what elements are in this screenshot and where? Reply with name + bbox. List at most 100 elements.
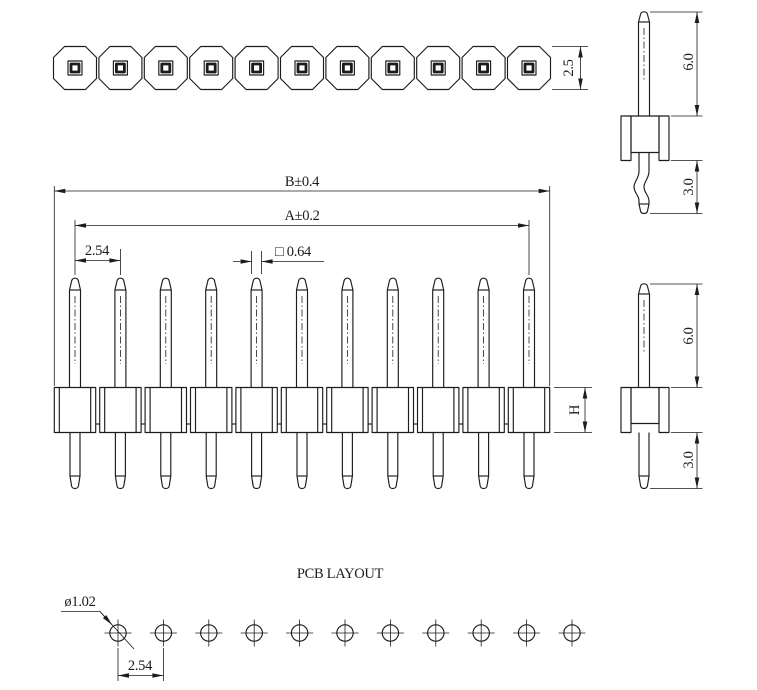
pin-cross-section-inner — [69, 62, 81, 74]
pin-upper — [432, 277, 445, 388]
pin-cross-section-outer — [158, 60, 174, 76]
pin-cross-section-inner — [523, 62, 535, 74]
housing-segment-edge-lines — [331, 387, 364, 433]
pin-lower — [387, 432, 399, 490]
top-view-dimensions: 2.5 — [552, 46, 588, 90]
header-body-octagon — [234, 45, 279, 91]
pcb-hole-crosshair — [149, 619, 177, 647]
pin-cross-section-inner — [387, 62, 399, 74]
extension-lines — [650, 11, 703, 214]
housing-left-tab — [620, 115, 632, 162]
header-body-octagon — [325, 45, 370, 91]
dim-label-pin-length: 6.0 — [681, 53, 697, 70]
header-body-octagon — [279, 45, 325, 91]
housing-right-tab — [658, 115, 670, 162]
pcb-hole-crosshair — [195, 619, 223, 647]
housing-right-tab — [658, 386, 670, 434]
pin-lower — [160, 432, 172, 490]
pin-cross-section-outer — [385, 60, 401, 76]
housing-segment — [371, 386, 415, 434]
pin-lower — [341, 432, 353, 490]
header-body-octagon — [506, 45, 552, 91]
extension-lines-pin-size — [251, 251, 262, 274]
pin-cross-section-outer — [249, 60, 265, 76]
leader-arrow — [99, 611, 113, 626]
housing-segment-edge-lines — [421, 387, 455, 433]
housing-body — [630, 115, 660, 154]
pin-cross-section-inner — [115, 62, 126, 74]
bent-solder-tail — [633, 152, 650, 215]
header-body-octagon — [416, 45, 461, 91]
housing-segment-edge-lines — [512, 387, 546, 433]
housing-segment — [53, 386, 97, 434]
pin-upper — [68, 277, 82, 388]
pin-shaft — [637, 11, 651, 116]
dim-label-housing-height: H — [567, 404, 583, 415]
pin-lower — [205, 432, 217, 490]
pin-cross-section-inner — [432, 62, 444, 74]
housing-segment — [235, 386, 278, 434]
pcb-hole-crosshair — [422, 619, 450, 647]
straight-solder-tail — [638, 432, 650, 490]
housing-segment-edge-lines — [194, 387, 228, 433]
front-view — [53, 277, 551, 490]
pin-lower — [296, 432, 308, 490]
pin-upper — [205, 277, 218, 388]
dim-label-hole-pitch: 2.54 — [128, 658, 153, 674]
pin-upper — [250, 277, 263, 388]
housing-segment — [416, 386, 460, 434]
dim-label-hole-diameter: ø1.02 — [64, 594, 95, 610]
dim-label-overall: B±0.4 — [285, 174, 320, 190]
pcb-hole-crosshair — [331, 619, 359, 647]
housing-segment — [326, 386, 369, 434]
pin-cross-section-inner — [251, 62, 263, 74]
pcb-hole-crosshair — [104, 619, 132, 647]
housing-body — [630, 386, 660, 425]
housing-segment — [280, 386, 324, 434]
pcb-hole-crosshair — [286, 619, 314, 647]
housing-segment-edge-lines — [467, 387, 500, 433]
pcb-hole-crosshair — [467, 619, 495, 647]
dim-label-pitch: 2.54 — [85, 243, 110, 259]
pin-lower — [478, 432, 490, 490]
extension-lines — [650, 283, 703, 489]
housing-segment — [144, 386, 188, 434]
dim-label-tail-length: 3.0 — [681, 451, 697, 468]
pin-lower — [251, 432, 263, 490]
pin-upper — [341, 277, 354, 388]
header-body-octagon — [461, 45, 506, 91]
pin-lower — [114, 432, 126, 490]
dim-label-tail-length: 3.0 — [681, 178, 697, 195]
pcb-hole-crosshair — [240, 619, 268, 647]
pin-cross-section-inner — [478, 62, 490, 74]
pin-shaft — [637, 283, 651, 388]
front-view-dimensions: B±0.4 A±0.2 2.54 □ 0.64 H — [53, 174, 592, 433]
housing-segment — [507, 386, 551, 434]
pin-cross-section-outer — [430, 60, 446, 76]
pin-upper — [114, 277, 127, 388]
pin-cross-section-outer — [203, 60, 219, 76]
pin-lower — [432, 432, 444, 490]
housing-left-tab — [620, 386, 632, 434]
pin-upper — [522, 277, 536, 388]
pin-cross-section-outer — [112, 60, 128, 76]
pcb-hole-crosshair — [376, 619, 404, 647]
header-body-octagon — [143, 45, 188, 91]
pin-cross-section-outer — [339, 60, 355, 76]
housing-segment — [189, 386, 233, 434]
top-view — [52, 45, 552, 91]
pin-cross-section-outer — [294, 60, 310, 76]
housing-segment — [462, 386, 505, 434]
side-view-middle: 6.0 3.0 — [620, 283, 703, 490]
pin-lower — [69, 432, 81, 490]
header-body-octagon — [189, 45, 234, 91]
housing-segment-edge-lines — [240, 387, 273, 433]
pin-cross-section-inner — [205, 62, 217, 74]
dim-label-pin-size: □ 0.64 — [275, 244, 312, 260]
header-body-octagon — [370, 45, 415, 91]
pcb-holes — [104, 619, 586, 647]
header-body-octagon — [52, 45, 98, 91]
pin-upper — [159, 277, 172, 388]
